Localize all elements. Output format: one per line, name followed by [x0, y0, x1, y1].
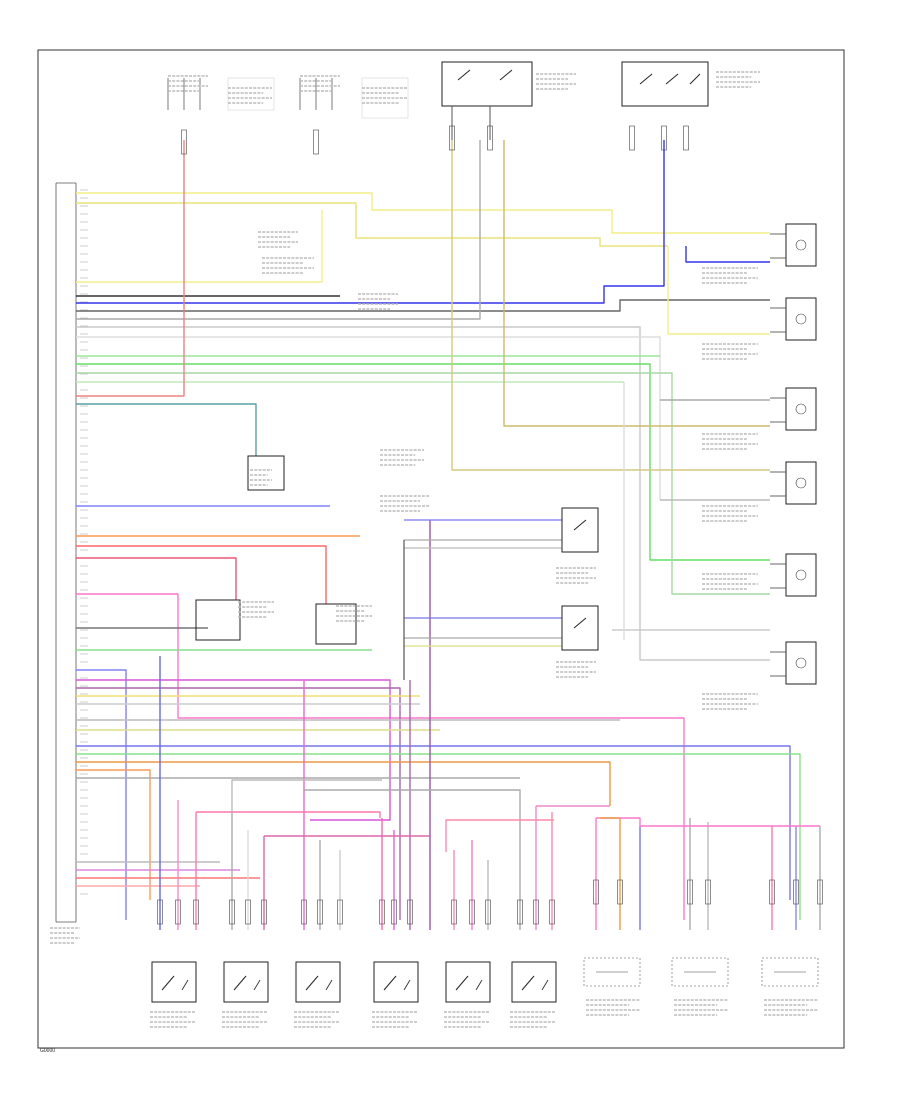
wire-5: [76, 140, 665, 304]
connector-30: [769, 879, 775, 905]
seat-switch-3: [295, 961, 341, 1003]
wires: [76, 140, 821, 930]
wire-18: [76, 545, 327, 604]
connector-3: [449, 125, 455, 151]
relay-top-center: [441, 61, 533, 140]
wire-9: [76, 336, 661, 500]
wire-31: [76, 753, 801, 920]
seat-switch-5: [445, 961, 491, 1003]
wire-8: [76, 326, 770, 661]
wire-11: [76, 363, 770, 561]
connector-18: [391, 899, 397, 925]
connector-16: [337, 899, 343, 925]
wire-33: [76, 769, 151, 900]
connector-5: [629, 125, 635, 151]
connector-28: [687, 879, 693, 905]
wire-15: [76, 403, 257, 456]
connector-2: [313, 129, 319, 155]
connector-9: [175, 899, 181, 925]
motor-box-4: [770, 461, 817, 505]
relay-top-right: [621, 61, 709, 107]
wire-23: [76, 669, 127, 920]
switch-right-upper: [561, 507, 599, 553]
wire-right-1: [685, 246, 770, 263]
module-center-b: [315, 603, 357, 645]
wire-14: [76, 140, 185, 397]
wire-2: [76, 202, 668, 247]
connector-19: [407, 899, 413, 925]
wire-cross-6: [304, 789, 521, 830]
connector-14: [301, 899, 307, 925]
wire-cross-7: [231, 779, 382, 812]
wire-32: [76, 761, 611, 806]
motor-box-5: [770, 553, 817, 597]
motor-box-6: [770, 641, 817, 685]
module-center-left: [247, 455, 285, 491]
connector-29: [705, 879, 711, 905]
wire-24: [76, 679, 391, 821]
connector-4: [487, 125, 493, 151]
wire-right-3: [503, 140, 770, 427]
connector-8: [157, 899, 163, 925]
motor-box-1: [770, 223, 817, 267]
connector-7: [683, 125, 689, 151]
connector-13: [261, 899, 267, 925]
seat-switch-4: [373, 961, 419, 1003]
connector-22: [485, 899, 491, 925]
position-sensor-1: [583, 957, 641, 987]
connector-11: [229, 899, 235, 925]
position-sensor-3: [761, 957, 819, 987]
wire-right-2: [667, 246, 770, 335]
wire-cross-8: [445, 819, 554, 852]
wire-25: [76, 687, 401, 920]
wire-cross-1: [196, 811, 381, 818]
connector-21: [469, 899, 475, 925]
wire-3: [76, 210, 323, 283]
connector-23: [517, 899, 523, 925]
fuse-block-left: [167, 77, 275, 111]
wire-30: [76, 745, 791, 900]
connector-20: [451, 899, 457, 925]
seat-switch-2: [223, 961, 269, 1003]
seat-switch-1: [151, 961, 197, 1003]
bottom-switch-boxes: [151, 957, 819, 1003]
motor-box-2: [770, 297, 817, 341]
wire-1: [76, 192, 770, 234]
connector-31: [793, 879, 799, 905]
connector-26: [593, 879, 599, 905]
right-motor-boxes: [770, 223, 817, 685]
switch-right-lower: [561, 605, 599, 651]
connector-12: [245, 899, 251, 925]
seat-switch-6: [511, 961, 557, 1003]
motor-box-3: [770, 387, 817, 431]
connector-6: [661, 125, 667, 151]
wire-19: [76, 557, 237, 600]
connector-1: [181, 129, 187, 155]
module-center-a: [195, 599, 241, 641]
connector-10: [193, 899, 199, 925]
small-labels: [50, 71, 818, 1028]
connector-32: [817, 879, 823, 905]
connector-24: [533, 899, 539, 925]
position-sensor-2: [671, 957, 729, 987]
diagram-frame: [37, 49, 845, 1049]
connector-15: [317, 899, 323, 925]
connector-25: [549, 899, 555, 925]
connectors: [157, 125, 823, 925]
wire-right-4: [451, 140, 770, 471]
wire-7: [76, 140, 481, 320]
wire-6: [76, 299, 770, 312]
ecu-pin-labels: [80, 189, 88, 895]
diagram-code: G0000: [40, 1048, 55, 1054]
connector-17: [379, 899, 385, 925]
connector-27: [617, 879, 623, 905]
wire-20: [76, 593, 685, 920]
ecu-connector-left: [55, 182, 77, 923]
wire-12: [76, 372, 770, 595]
